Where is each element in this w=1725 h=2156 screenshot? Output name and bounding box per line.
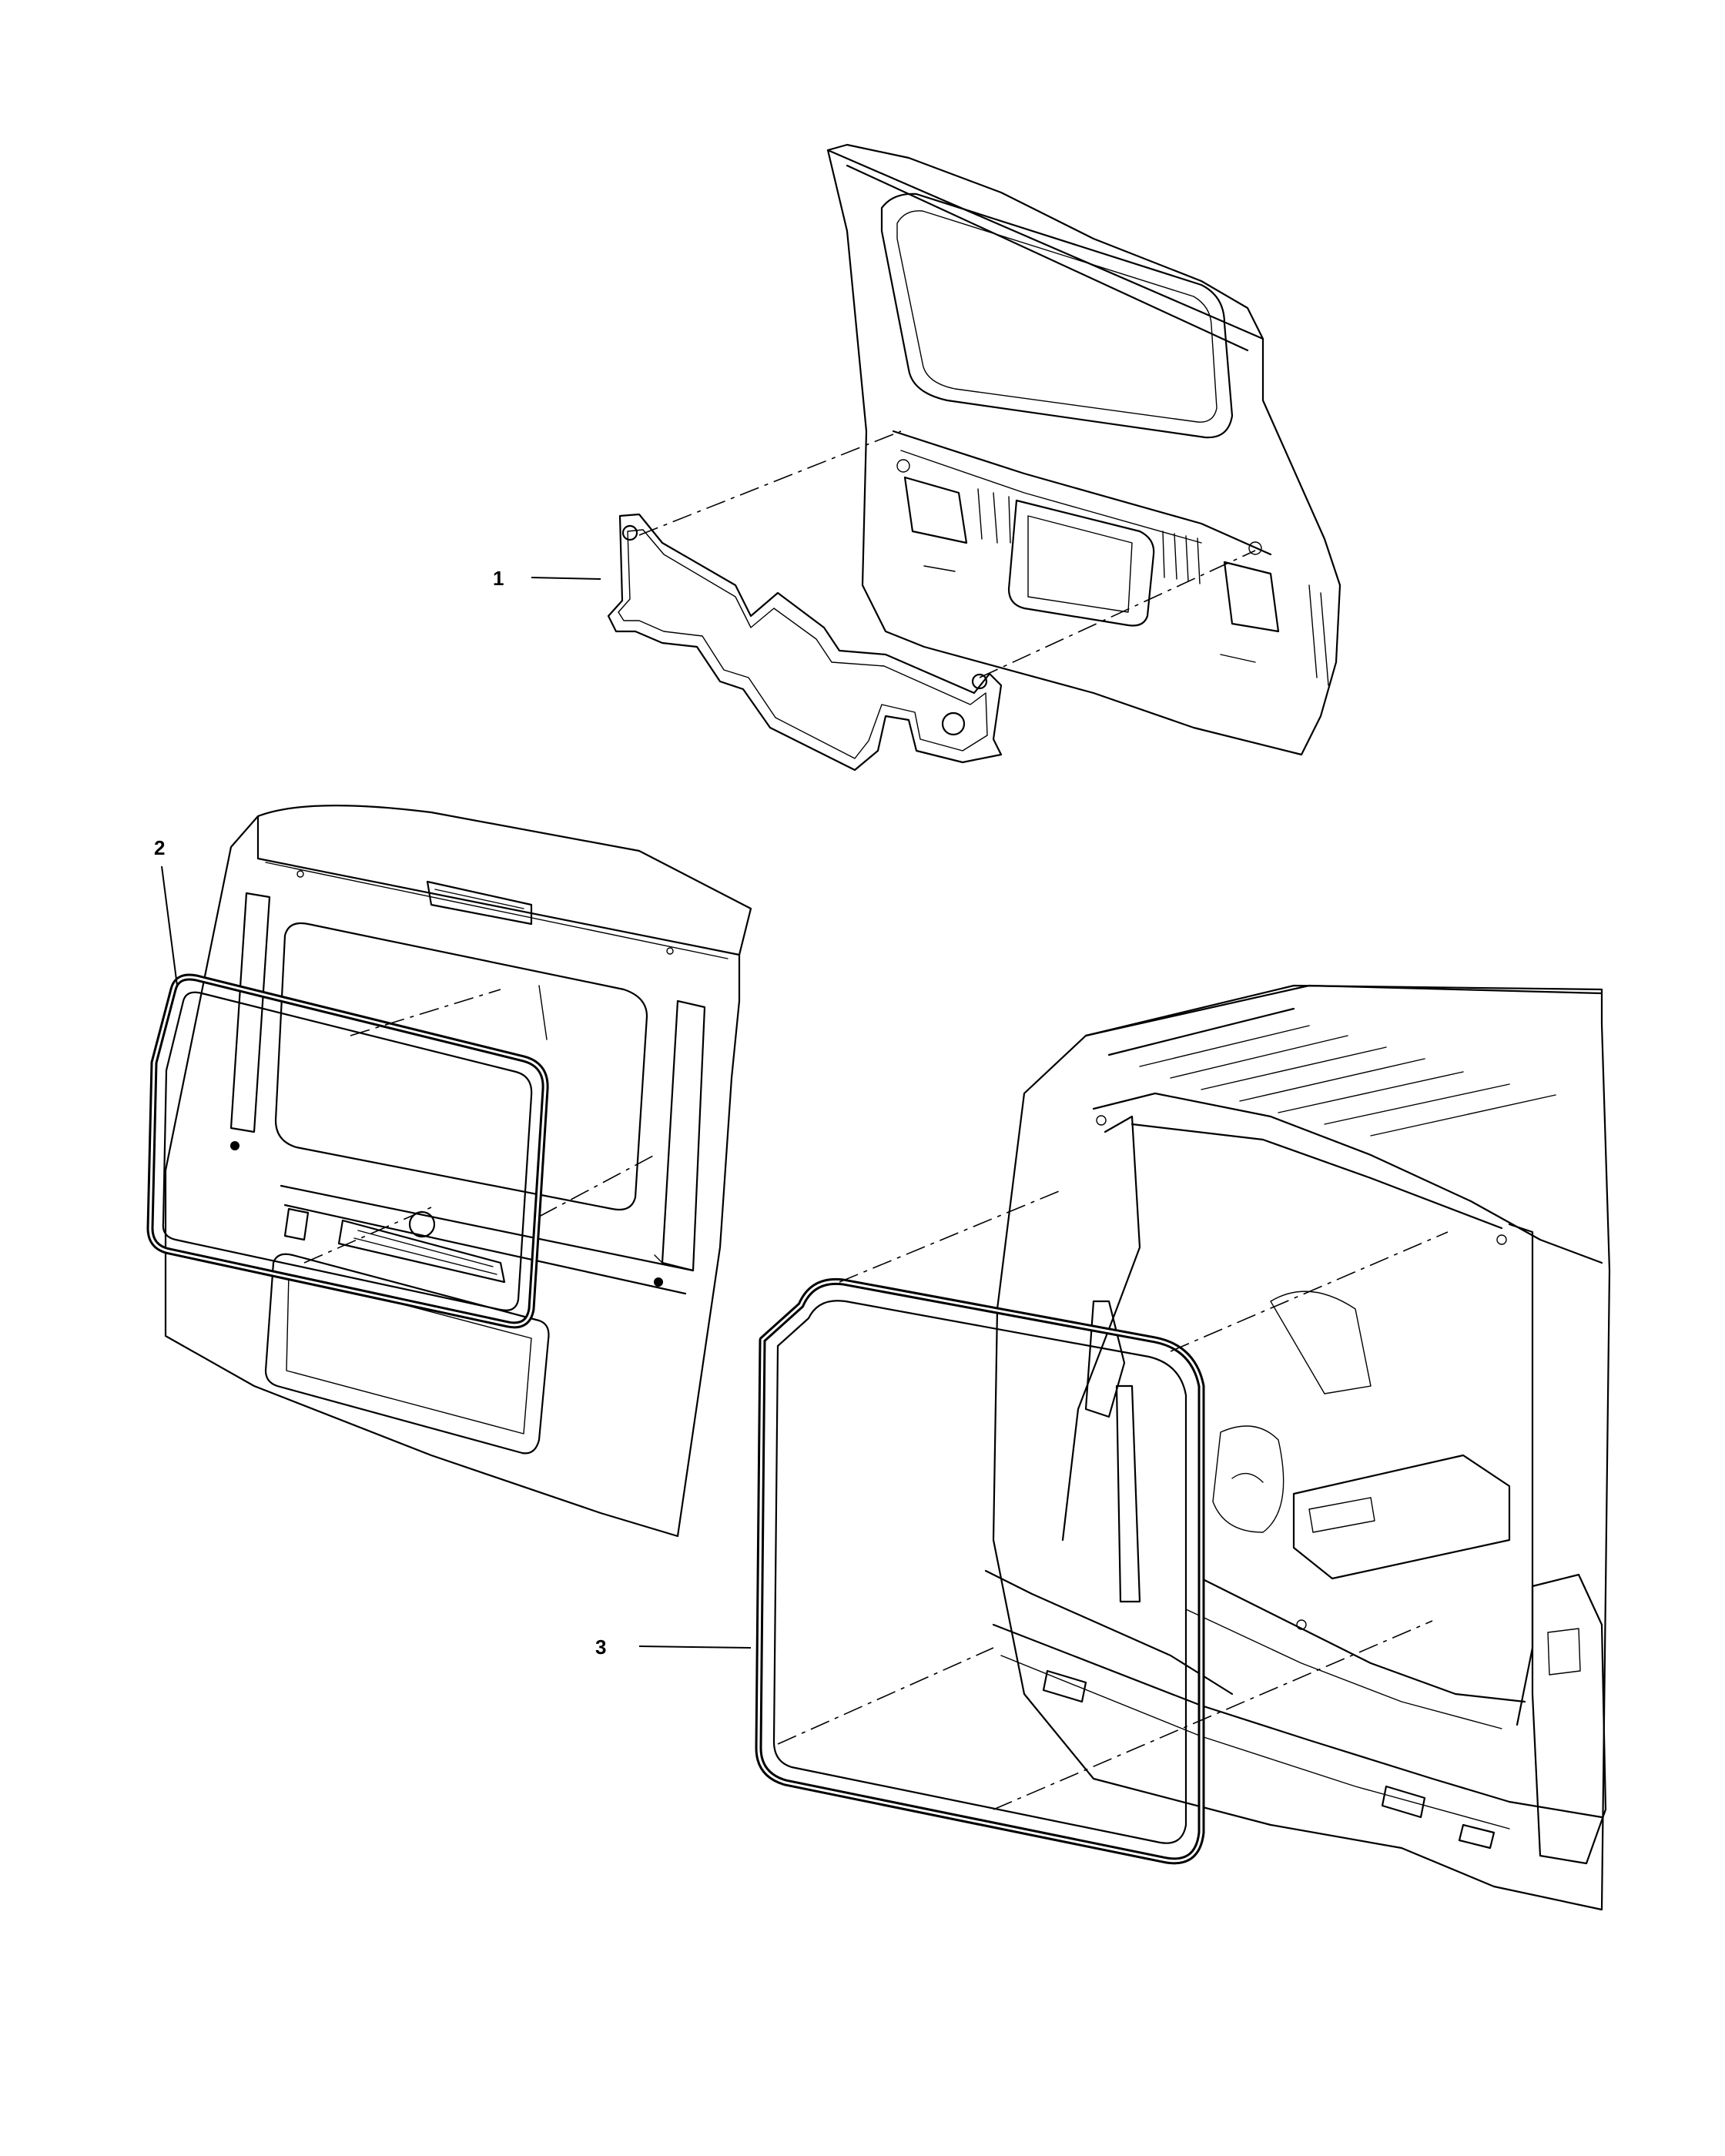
vehicle-body-rear bbox=[984, 984, 1611, 1911]
alignment-line-3b bbox=[1170, 1231, 1449, 1352]
alignment-line-2a bbox=[350, 989, 501, 1036]
callout-1-leader bbox=[531, 577, 601, 580]
alignment-line-2c bbox=[303, 1207, 432, 1264]
alignment-line-1a bbox=[638, 430, 902, 536]
callout-2-leader bbox=[161, 865, 178, 986]
callout-2: 2 bbox=[154, 836, 165, 859]
alignment-line-2b bbox=[538, 1154, 655, 1217]
callout-1: 1 bbox=[493, 567, 504, 590]
alignment-line-3c bbox=[777, 1647, 994, 1745]
liftgate-watershield bbox=[607, 513, 1003, 772]
alignment-line-3d bbox=[993, 1620, 1433, 1810]
liftgate-inner-panel bbox=[826, 143, 1341, 756]
alignment-line-1b bbox=[979, 550, 1256, 678]
liftgate-exterior bbox=[164, 805, 752, 1538]
alignment-line-3a bbox=[839, 1189, 1063, 1283]
callout-3-leader bbox=[638, 1645, 752, 1649]
body-opening-weatherstrip bbox=[755, 1277, 1205, 1865]
callout-3: 3 bbox=[595, 1635, 606, 1659]
glass-weatherstrip bbox=[146, 973, 549, 1329]
